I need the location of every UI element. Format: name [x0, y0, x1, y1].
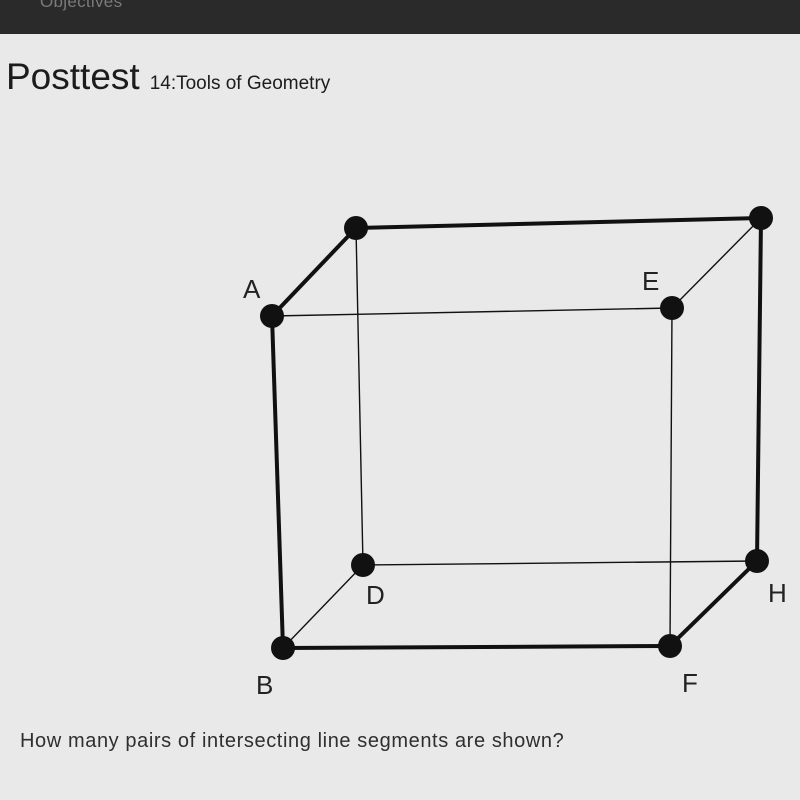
edge-A-back-top-left [270, 226, 358, 318]
label-B: B [256, 670, 273, 700]
vertex-B [271, 636, 295, 660]
edge-D-H [362, 560, 758, 566]
vertex-back-top-right [749, 206, 773, 230]
edge-A-E [271, 307, 673, 317]
label-A: A [243, 274, 261, 304]
edge-F-H [668, 559, 759, 648]
page-header: Posttest 14:Tools of Geometry [6, 56, 330, 98]
page-title: Posttest [6, 56, 140, 97]
edge-B-F [282, 644, 671, 650]
objectives-tab[interactable]: Objectives [40, 0, 123, 11]
edge-B-D [282, 564, 364, 649]
edge-A-B [270, 315, 285, 649]
top-nav-bar: Objectives [0, 0, 800, 34]
label-E: E [642, 266, 659, 296]
vertex-D [351, 553, 375, 577]
label-H: H [768, 578, 787, 608]
edge-E-F [669, 307, 673, 647]
edge-back-top-left-D [355, 227, 364, 566]
question-text: How many pairs of intersecting line segm… [20, 730, 565, 752]
vertex-back-top-left [344, 216, 368, 240]
vertex-A [260, 304, 284, 328]
label-D: D [366, 580, 385, 610]
vertex-F [658, 634, 682, 658]
edge-E-back-top-right [671, 217, 762, 309]
page-subtitle: 14:Tools of Geometry [149, 73, 331, 94]
vertex-H [745, 549, 769, 573]
label-F: F [682, 668, 698, 698]
edge-back-top [355, 216, 762, 230]
vertex-E [660, 296, 684, 320]
edge-back-top-right-H [755, 217, 763, 562]
